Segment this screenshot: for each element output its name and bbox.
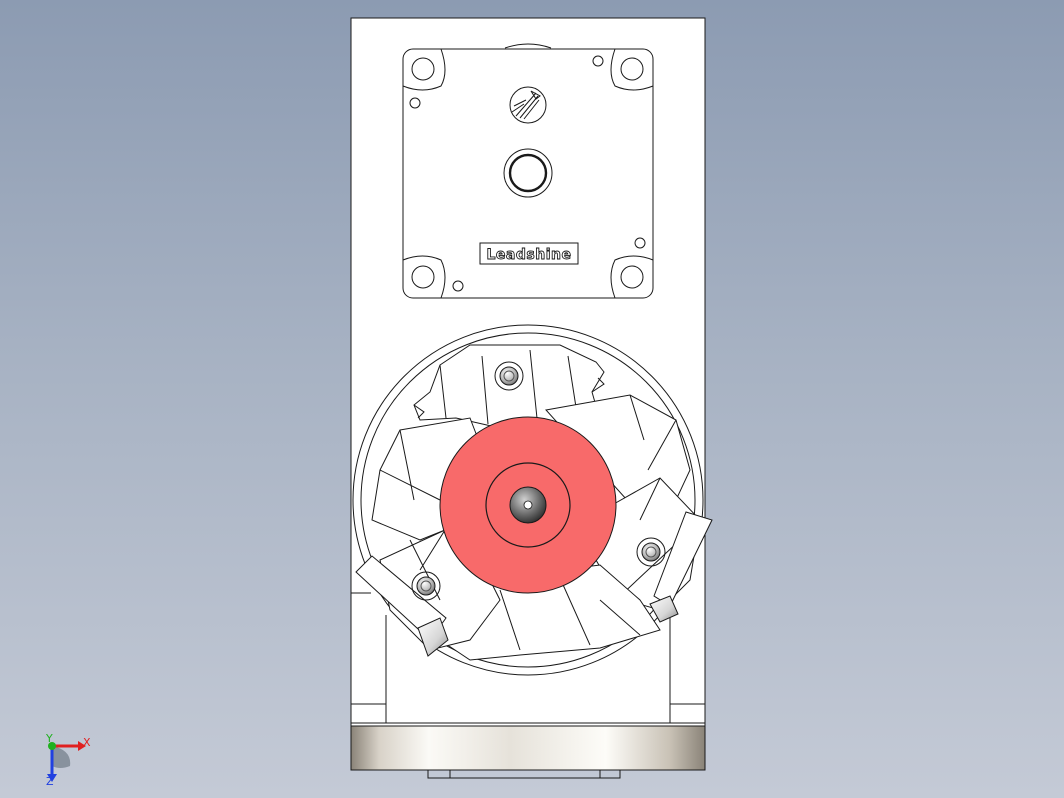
housing-ring-inner <box>360 332 696 668</box>
axis-x-label: X <box>83 736 91 749</box>
motor-shaft-inner <box>508 153 548 193</box>
base-cylinder <box>350 725 706 771</box>
rotary-assembly <box>351 324 705 724</box>
axis-triad: X Y Z <box>45 732 91 788</box>
housing-ring-outer <box>352 324 704 676</box>
brand-plate <box>479 242 579 265</box>
chuck-face-selected[interactable] <box>439 416 617 594</box>
screw-small-4 <box>452 280 464 292</box>
mount-hole-bl <box>411 265 435 289</box>
base-foot <box>427 770 621 779</box>
stepper-motor: Leadshine <box>402 48 654 299</box>
screw-small-1 <box>592 55 604 67</box>
shaft-boss-top <box>504 43 552 49</box>
motor-flange <box>402 48 654 299</box>
mount-hole-tl <box>411 57 435 81</box>
brand-label: Leadshine <box>487 247 572 263</box>
clamp-left <box>355 555 449 657</box>
jaw-screw-top <box>494 361 524 391</box>
mount-hole-br <box>620 265 644 289</box>
jaw-screw-right <box>636 537 666 567</box>
axis-z-label: Z <box>46 775 54 788</box>
screw-small-3 <box>634 237 646 249</box>
mount-hole-tr <box>620 57 644 81</box>
clamp-right <box>649 511 713 623</box>
leadshine-emblem <box>509 86 547 124</box>
chuck-center-hole <box>523 500 533 510</box>
screw-small-2 <box>409 97 421 109</box>
motor-shaft-outer <box>503 148 553 198</box>
chuck-inner-ring <box>485 462 571 548</box>
jaw-screw-left <box>411 571 441 601</box>
axis-y-label: Y <box>45 732 53 745</box>
